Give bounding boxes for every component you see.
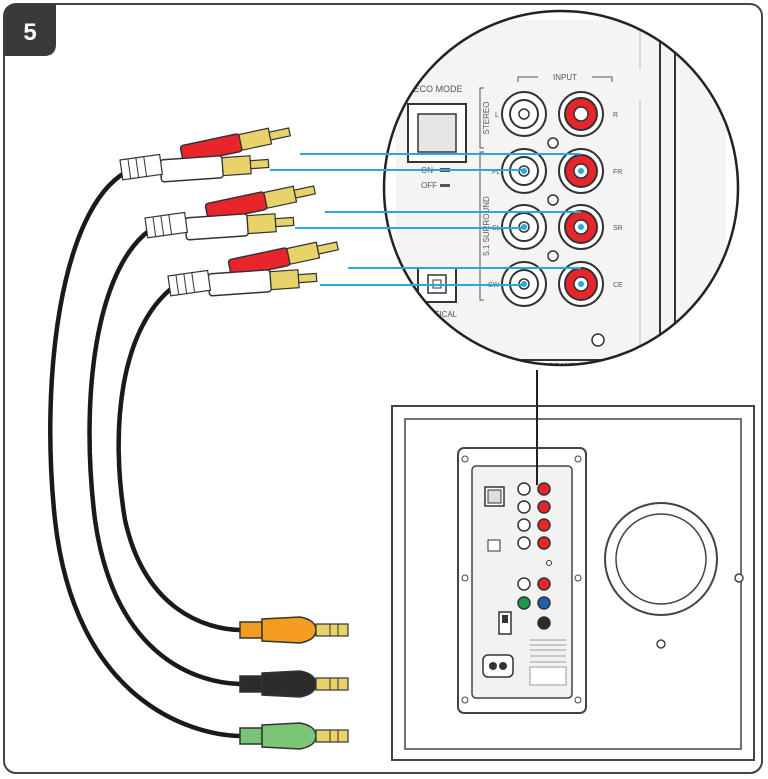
input-label: INPUT [553, 73, 577, 82]
step-number: 5 [23, 19, 36, 46]
jack-l [501, 91, 547, 137]
jack-label-fr: FR [613, 169, 622, 176]
rca-pair-surround [144, 185, 317, 241]
optical-label: OPTICAL [423, 310, 458, 319]
mini-speaker-jacks [517, 577, 551, 630]
jack-r [558, 91, 604, 137]
jack-sr [558, 204, 604, 250]
bass-port-inner [615, 513, 707, 605]
screw [656, 639, 666, 649]
rca-pair-center-sub [167, 241, 340, 297]
subwoofer [391, 405, 755, 761]
eco-mode-label: ECO MODE [413, 84, 462, 94]
mini-optical-port [487, 539, 501, 552]
power-socket-icon [482, 654, 514, 678]
plug-black [239, 670, 349, 698]
stereo-label: STEREO [482, 102, 491, 135]
subwoofer-inner-edge [404, 418, 742, 750]
plug-orange [239, 616, 349, 644]
eco-mode-switch-icon [407, 103, 467, 163]
plug-green [239, 722, 349, 750]
jack-label-fl: FL [492, 169, 500, 176]
switch-off-label: OFF [421, 181, 437, 190]
connection-lines [270, 153, 581, 286]
step-number-badge: 5 [4, 4, 56, 56]
rca-pair-front [119, 127, 292, 183]
surround-label: 5.1 SURROUND [482, 196, 491, 256]
connection-dots [521, 168, 584, 287]
indicator-led [591, 333, 605, 347]
screw [734, 573, 744, 583]
cables [48, 169, 243, 739]
jack-fl [501, 148, 547, 194]
speakers-label: SPEAKERS [543, 362, 586, 371]
mini-input-jacks [517, 482, 552, 566]
jack-label-l: L [495, 112, 499, 119]
jack-label-ce: CE [613, 282, 623, 289]
jack-label-sr: SR [613, 225, 623, 232]
jack-label-r: R [613, 112, 618, 119]
magnifier-ring [382, 9, 740, 367]
